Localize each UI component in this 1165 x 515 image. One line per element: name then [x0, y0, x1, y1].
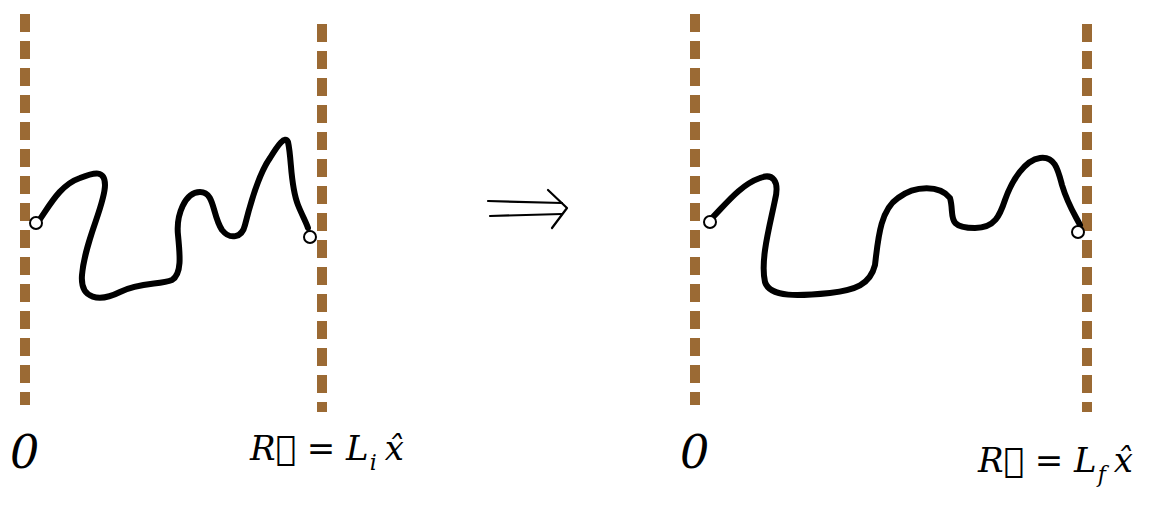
math-label: x̂	[385, 428, 404, 468]
implies-arrow	[488, 190, 567, 228]
polymer-chain	[712, 158, 1080, 295]
math-label: x̂	[1114, 440, 1133, 480]
end-position-label: R⃗ = Lix̂	[250, 428, 404, 468]
chain-end	[30, 217, 42, 229]
math-label: 0	[680, 425, 709, 479]
subscript: i	[370, 450, 377, 475]
chain-end	[304, 231, 316, 243]
left-wall	[20, 14, 30, 405]
subscript: f	[1098, 462, 1106, 487]
end-position-label: R⃗ = Lfx̂	[978, 440, 1133, 480]
chain-end	[704, 216, 716, 228]
left-wall	[690, 14, 700, 405]
chain-end	[1072, 226, 1084, 238]
math-label: R⃗ = L	[978, 440, 1097, 480]
math-label: R⃗ = L	[250, 428, 369, 468]
origin-label: 0	[10, 425, 39, 479]
math-label: 0	[10, 425, 39, 479]
right-wall	[317, 24, 327, 412]
origin-label: 0	[680, 425, 709, 479]
right-wall	[1082, 24, 1092, 412]
polymer-chain	[38, 140, 308, 298]
